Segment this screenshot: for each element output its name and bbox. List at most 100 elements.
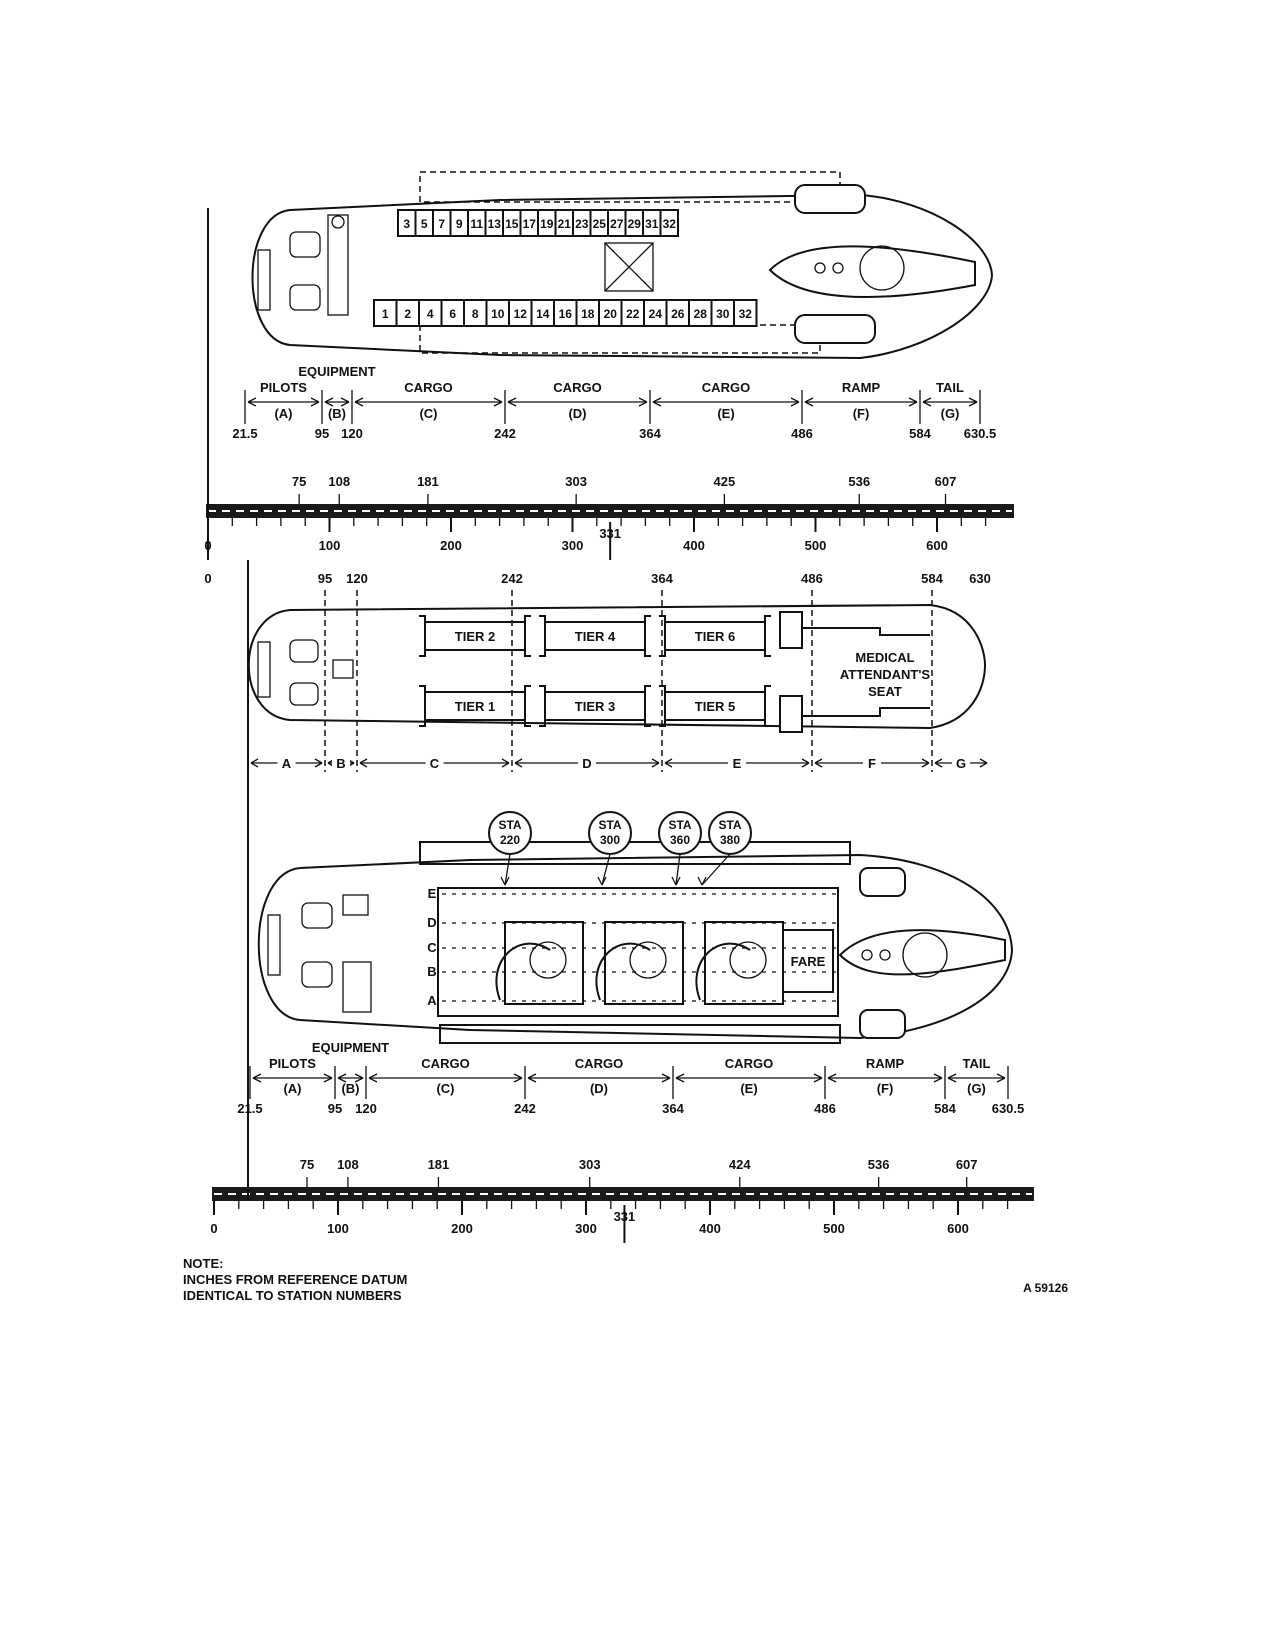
zone-center-value: 607 — [956, 1157, 978, 1172]
bottom-upper-sponson — [419, 841, 851, 865]
middle-station-value: 120 — [346, 571, 368, 586]
seat-number: 32 — [739, 307, 753, 321]
top-equipment-console — [327, 214, 349, 316]
zone-center-value: 607 — [935, 474, 957, 489]
attendant-label-2: ATTENDANT'S — [840, 667, 931, 682]
seat-number: 5 — [421, 217, 428, 231]
zone-name: CARGO — [702, 380, 750, 395]
middle-pilot-controls — [257, 641, 271, 698]
middle-zone-letter: C — [430, 756, 440, 771]
zone-boundary-value: 364 — [662, 1101, 684, 1116]
ruler-label: 100 — [327, 1221, 349, 1236]
middle-zone-arrows — [250, 758, 323, 768]
middle-zone-arrows — [327, 758, 355, 768]
bottom-hose-1 — [495, 942, 551, 1001]
figure-id: A 59126 — [1023, 1281, 1068, 1295]
middle-station-value: 486 — [801, 571, 823, 586]
middle-station-value: 95 — [318, 571, 332, 586]
ruler-label: 200 — [440, 538, 462, 553]
seat-number: 18 — [581, 307, 595, 321]
bottom-rear-pylon-lower — [859, 1009, 906, 1039]
middle-station-value: 584 — [921, 571, 943, 586]
zone-boundary-value: 242 — [494, 426, 516, 441]
middle-zone-letter: E — [733, 756, 742, 771]
bottom-pilot-seat-right — [301, 961, 333, 988]
seat-number: 11 — [470, 217, 483, 231]
seat-number: 1 — [382, 307, 389, 321]
bottom-cargo-floor — [437, 887, 839, 1017]
litter-tier-label: TIER 2 — [455, 629, 495, 644]
seat-number: 29 — [628, 217, 642, 231]
sta-callout-arrow — [671, 876, 681, 886]
ruler-label: 400 — [699, 1221, 721, 1236]
middle-station-value: 0 — [204, 571, 211, 586]
ruler-label: 500 — [805, 538, 827, 553]
zone-code: (E) — [717, 406, 734, 421]
zone-code: (D) — [590, 1081, 608, 1096]
bottom-hose-2 — [595, 942, 651, 1001]
litter-tier-label: TIER 3 — [575, 699, 615, 714]
ruler-label: 200 — [451, 1221, 473, 1236]
seat-number: 9 — [456, 217, 463, 231]
seat-number: 27 — [610, 217, 624, 231]
top-fuselage-outline — [251, 193, 994, 360]
middle-zone-letter: G — [956, 756, 966, 771]
ruler-label: 300 — [575, 1221, 597, 1236]
sta-callout-number: 220 — [500, 833, 520, 847]
litter-bracket — [539, 685, 651, 727]
middle-attendant-rail-upper — [802, 627, 930, 636]
zone-arrowheads — [354, 397, 503, 407]
sta-callout-text: STA — [718, 818, 741, 832]
bottom-ramp-outline — [838, 929, 1006, 976]
zone-name: EQUIPMENT — [298, 364, 375, 379]
zone-code: (C) — [436, 1081, 454, 1096]
seat-number: 6 — [449, 307, 456, 321]
litter-tier-label: TIER 5 — [695, 699, 735, 714]
seat-number: 28 — [694, 307, 708, 321]
zone-boundary-value: 242 — [514, 1101, 536, 1116]
top-rear-pylon-lower — [794, 314, 876, 344]
middle-zone-label-bg — [863, 752, 881, 772]
zone-boundary-value: 95 — [328, 1101, 342, 1116]
ruler-label: 600 — [947, 1221, 969, 1236]
zone-name: CARGO — [553, 380, 601, 395]
cargo-row-letter: A — [427, 993, 437, 1008]
middle-zone-arrows — [664, 758, 810, 768]
note-line-2: IDENTICAL TO STATION NUMBERS — [183, 1288, 402, 1303]
ruler-label: 0 — [210, 1221, 217, 1236]
sta-callout-number: 300 — [600, 833, 620, 847]
seat-number: 24 — [649, 307, 663, 321]
zone-name: PILOTS — [260, 380, 307, 395]
zone-center-value: 536 — [868, 1157, 890, 1172]
attendant-label-1: MEDICAL — [855, 650, 914, 665]
fare-box — [782, 929, 834, 993]
ruler-label: 300 — [562, 538, 584, 553]
top-rear-pylon-upper — [794, 184, 866, 214]
sta-callout-leader — [701, 853, 731, 886]
seat-number: 26 — [671, 307, 685, 321]
zone-center-value: 303 — [565, 474, 587, 489]
cargo-row-letter: E — [428, 886, 437, 901]
bottom-lower-sponson — [439, 1024, 841, 1044]
zone-boundary-value: 486 — [791, 426, 813, 441]
sta-callout-arrow — [697, 876, 707, 886]
cg-label: 331 — [599, 526, 621, 541]
zone-arrowheads — [652, 397, 800, 407]
middle-zone-arrows — [934, 758, 988, 768]
zone-boundary-value: 630.5 — [992, 1101, 1025, 1116]
top-equipment-dial — [331, 215, 345, 229]
zone-center-value: 303 — [579, 1157, 601, 1172]
top-pilot-controls — [257, 249, 271, 311]
zone-arrowheads — [337, 1073, 364, 1083]
ruler-label: 500 — [823, 1221, 845, 1236]
seat-number: 22 — [626, 307, 640, 321]
zone-arrowheads — [922, 397, 978, 407]
zone-boundary-value: 21.5 — [232, 426, 257, 441]
